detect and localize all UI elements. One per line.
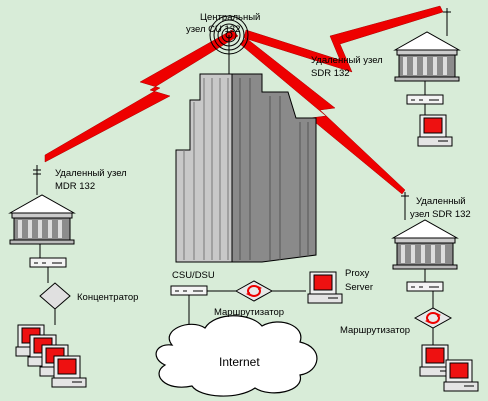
internet-label: Internet: [219, 355, 260, 369]
router-icon: [235, 280, 273, 302]
antenna-icon: [33, 165, 41, 195]
router-right-label: Маршрутизатор: [340, 325, 411, 336]
antenna-icon: [401, 192, 409, 220]
building-icon: [394, 31, 460, 82]
hub-label: Концентратор: [77, 292, 139, 303]
modem-icon: [29, 257, 67, 268]
sdr-bottom-label-2: узел SDR 132: [410, 209, 471, 220]
proxy-label-2: Server: [345, 282, 373, 293]
mdr-label-2: MDR 132: [55, 181, 96, 192]
central-node-label-2: узел CU 132: [186, 24, 241, 35]
modem-icon: [406, 94, 444, 105]
sdr-top-label-2: SDR 132: [311, 68, 350, 79]
router-icon: [414, 307, 452, 329]
cloud-icon: [155, 315, 318, 397]
antenna-icon: [443, 8, 451, 36]
csu-dsu-label: CSU/DSU: [172, 270, 215, 281]
hub-icon: [39, 282, 71, 310]
building-icon: [392, 219, 458, 270]
router-center-label: Маршрутизатор: [214, 307, 285, 318]
computer-icon: [443, 359, 479, 392]
computer-icon: [417, 114, 453, 147]
skyscraper-icon: [175, 73, 317, 263]
sdr-bottom-label-1: Удаленный: [416, 196, 466, 207]
mdr-label-1: Удаленный узел: [55, 168, 127, 179]
sdr-top-label-1: Удаленный узел: [311, 55, 383, 66]
modem-icon: [406, 281, 444, 292]
computer-icon: [51, 355, 87, 388]
central-node-label-1: Центральный: [200, 12, 261, 23]
building-icon: [9, 194, 75, 245]
proxy-label-1: Proxy: [345, 268, 370, 279]
computer-icon: [307, 271, 343, 304]
lightning-link-icon: [44, 5, 444, 195]
antenna-icon: [209, 15, 249, 74]
modem-icon: [170, 285, 208, 296]
